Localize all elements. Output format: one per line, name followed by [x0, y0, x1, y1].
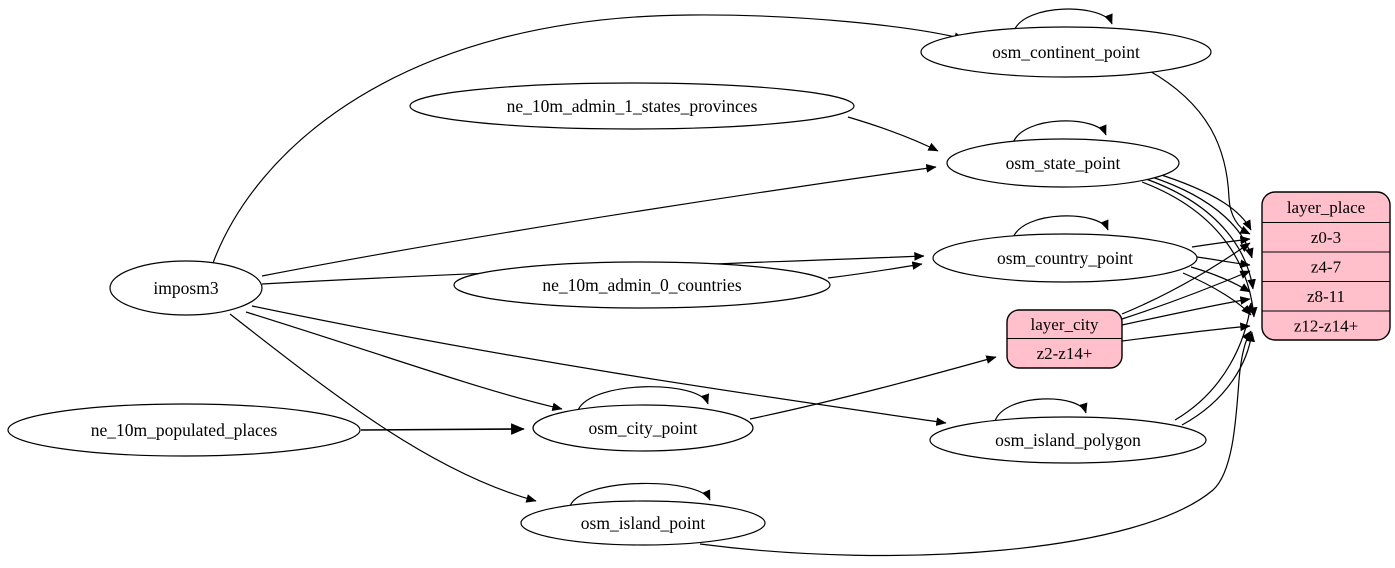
osm_island_point-label: osm_island_point: [581, 513, 706, 533]
edge-osm_state_point-layer_place-z12-z14: [1141, 181, 1258, 318]
osm_island_point-shape: [520, 500, 766, 546]
edge-imposm3-osm_island_point: [229, 313, 537, 503]
ne_10m_admin_0_countries-label: ne_10m_admin_0_countries: [542, 275, 741, 295]
edge-osm_island_polygon-layer_place-z8-11: [1174, 302, 1254, 421]
node-ne_10m_admin_0_countries: ne_10m_admin_0_countries: [453, 261, 831, 309]
edge-osm_city_point-layer_city-z2-z14: [749, 355, 997, 420]
edge-osm_state_point-layer_place-z0-3: [1151, 171, 1252, 231]
node-osm_continent_point: osm_continent_point: [920, 26, 1212, 78]
layer_place-header: layer_place: [1287, 198, 1365, 217]
edge-osm_country_point-layer_place-z8-11: [1190, 266, 1251, 293]
node-ne_10m_admin_1_states_provinces: ne_10m_admin_1_states_provinces: [409, 82, 855, 130]
edge-ne_10m_populated_places-osm_city_point: [360, 423, 525, 435]
imposm3-shape: [109, 260, 263, 316]
edge-osm_city_point-self: [577, 386, 710, 411]
osm_city_point-label: osm_city_point: [589, 418, 698, 438]
osm_continent_point-shape: [920, 26, 1212, 78]
edge-ne_10m_admin_1_states_provinces-osm_state_point: [847, 116, 939, 152]
node-imposm3: imposm3: [109, 260, 263, 316]
edge-layer_city-layer_place-z0-3: [1121, 242, 1251, 315]
edge-layer_city-layer_place-z12-z14: [1121, 322, 1251, 342]
ne_10m_populated_places-label: ne_10m_populated_places: [91, 420, 278, 440]
osm_island_polygon-shape: [929, 416, 1207, 464]
osm_continent_point-label: osm_continent_point: [992, 42, 1140, 62]
node-layer_city: layer_city z2-z14+: [1006, 309, 1123, 369]
osm_country_point-shape: [932, 233, 1198, 283]
osm_island_polygon-label: osm_island_polygon: [995, 430, 1141, 450]
node-osm_island_polygon: osm_island_polygon: [929, 416, 1207, 464]
edge-osm_island_point-layer_place-z12-z14: [699, 330, 1252, 557]
edge-layer_city-layer_place-z4-7: [1121, 270, 1251, 320]
layer_place-row-z4-7: z4-7: [1311, 258, 1342, 277]
node-osm_city_point: osm_city_point: [532, 404, 754, 452]
edge-imposm3-osm_island_polygon: [251, 305, 947, 426]
edge-osm_country_point-layer_place-z0-3: [1191, 235, 1251, 248]
edge-osm_island_point-self: [569, 482, 711, 507]
osm_country_point-label: osm_country_point: [997, 248, 1133, 268]
osm_city_point-shape: [532, 404, 754, 452]
node-layer_place: layer_place z0-3 z4-7 z8-11 z12-z14+: [1261, 191, 1391, 341]
edge-imposm3-osm_city_point: [245, 311, 563, 412]
edge-osm_country_point-layer_place-z4-7: [1196, 256, 1251, 269]
edge-osm_continent_point-layer_place-z0-3: [1147, 69, 1251, 235]
node-osm_country_point: osm_country_point: [932, 233, 1198, 283]
ne_10m_admin_1_states_provinces-shape: [409, 82, 855, 130]
layer_place-row-z12-z14: z12-z14+: [1294, 317, 1358, 336]
node-osm_island_point: osm_island_point: [520, 500, 766, 546]
edge-osm_island_polygon-self: [994, 398, 1088, 422]
node-ne_10m_populated_places: ne_10m_populated_places: [7, 403, 361, 457]
edge-osm_country_point-self: [1012, 215, 1109, 239]
ne_10m_admin_0_countries-shape: [453, 261, 831, 309]
layer_city-header: layer_city: [1031, 315, 1099, 334]
osm_state_point-shape: [946, 138, 1180, 188]
edge-ne_10m_admin_0_countries-osm_country_point: [827, 261, 923, 279]
edges: [212, 8, 1258, 557]
layer_place-row-z0-3: z0-3: [1311, 228, 1341, 247]
edge-osm_island_polygon-layer_place-z12-z14: [1181, 331, 1256, 426]
edge-osm_state_point-self: [1012, 120, 1107, 144]
edge-imposm3-osm_state_point: [261, 164, 937, 277]
edge-imposm3-osm_continent_point: [212, 14, 965, 264]
ne_10m_admin_1_states_provinces-label: ne_10m_admin_1_states_provinces: [507, 96, 758, 116]
imposm3-label: imposm3: [153, 278, 218, 298]
layer_place-row-z8-11: z8-11: [1307, 287, 1345, 306]
osm_state_point-label: osm_state_point: [1006, 153, 1121, 173]
layer_city-row-z2-z14: z2-z14+: [1037, 344, 1093, 363]
layer_place-shape: [1261, 191, 1391, 341]
edge-osm_continent_point-self: [1013, 8, 1113, 32]
edge-layer_city-layer_place-z8-11: [1121, 296, 1251, 326]
node-osm_state_point: osm_state_point: [946, 138, 1180, 188]
ne_10m_populated_places-shape: [7, 403, 361, 457]
